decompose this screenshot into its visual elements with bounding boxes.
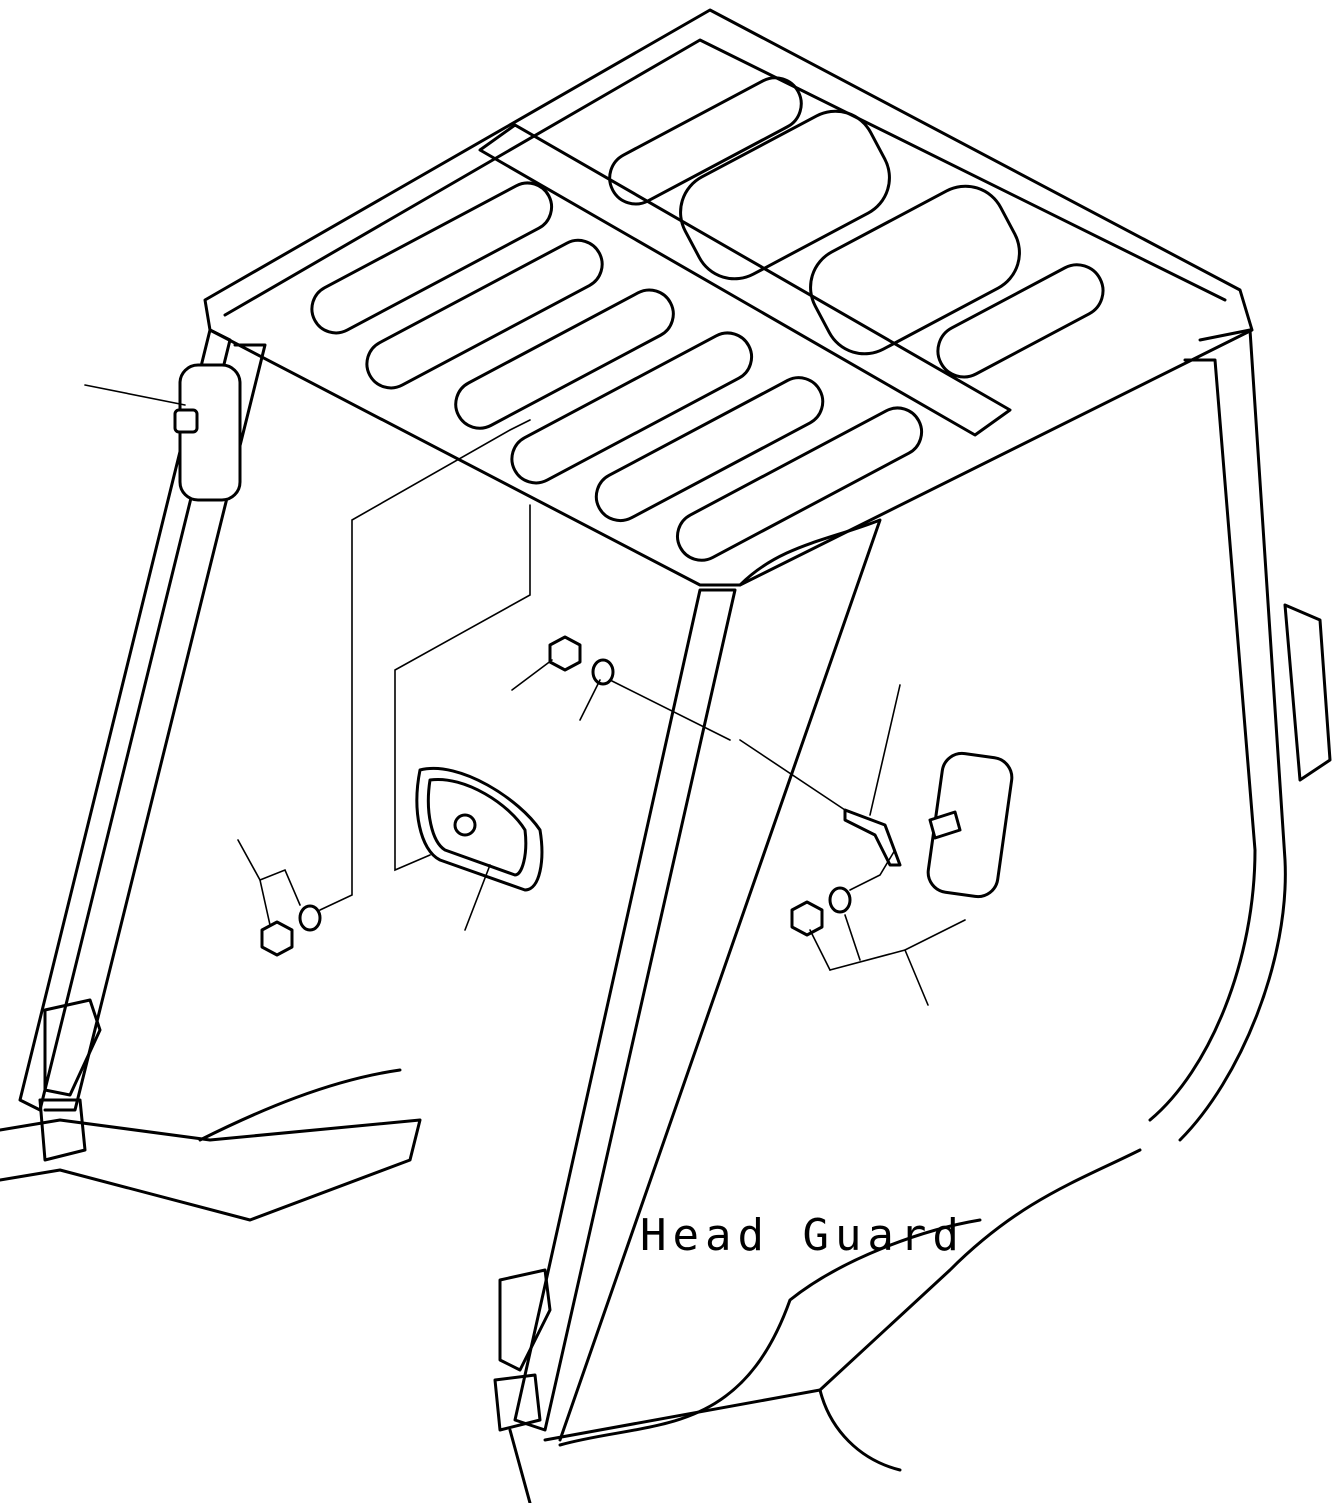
left-front-pillar (18, 328, 267, 1162)
hardware-left (237, 419, 531, 957)
diagram-caption: Head Guard (640, 1210, 965, 1261)
hardware-right (739, 739, 966, 1006)
head-guard-roof (203, 8, 1254, 587)
roof-slots-right (608, 76, 1105, 379)
center-mirror (415, 767, 544, 931)
right-front-pillar (493, 518, 882, 1442)
left-mirror (84, 363, 242, 502)
roof-slots-left (310, 181, 924, 562)
base-frame (0, 1068, 1142, 1503)
right-mirror (843, 684, 1014, 899)
leader-line-center (394, 504, 531, 872)
hardware-center (511, 635, 731, 741)
right-rear-pillar (1148, 328, 1332, 1142)
